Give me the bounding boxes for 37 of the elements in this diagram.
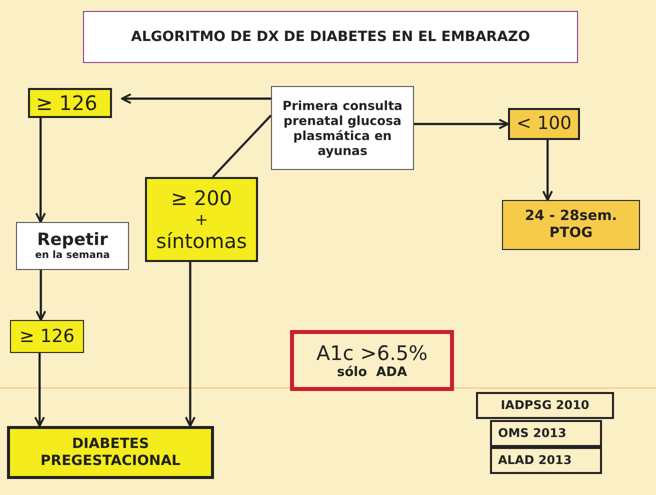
connector-line <box>212 114 272 178</box>
node-text: síntomas <box>156 229 247 254</box>
node-text: DIABETES PREGESTACIONAL <box>40 436 182 470</box>
node-text: OMS 2013 <box>498 426 566 441</box>
source-box <box>490 420 602 447</box>
arrow <box>35 270 46 321</box>
node-text: + <box>194 210 208 230</box>
node-text: en la semana <box>35 250 110 262</box>
arrow <box>35 118 46 223</box>
node-text: 24 - 28sem. PTOG <box>524 208 618 242</box>
node-text: Primera consulta prenatal glucosa plasmática en ayunas <box>282 98 404 158</box>
node-text: ≥ 126 <box>36 91 98 115</box>
source-box <box>476 392 614 419</box>
node-text: ≥ 126 <box>19 326 75 348</box>
note-box <box>290 330 454 391</box>
condition-box <box>508 108 580 140</box>
process-box <box>16 222 129 270</box>
node-text: ≥ 200 <box>170 186 232 210</box>
source-box <box>490 447 602 474</box>
condition-box <box>145 177 258 262</box>
node-text: < 100 <box>516 113 572 135</box>
condition-box <box>10 320 84 353</box>
node-text: IADPSG 2010 <box>500 398 590 413</box>
arrow <box>542 140 553 201</box>
node-text: ALAD 2013 <box>498 453 572 468</box>
arrow <box>414 118 509 130</box>
result-box <box>502 200 640 250</box>
arrow <box>184 262 196 427</box>
arrow <box>121 93 271 104</box>
node-text: Repetir <box>37 230 108 250</box>
node-text: sólo ADA <box>336 364 408 380</box>
arrow <box>34 353 45 427</box>
result-box <box>7 426 214 479</box>
process-box <box>271 86 414 170</box>
title-box: ALGORITMO DE DX DE DIABETES EN EL EMBARAZO <box>83 11 578 63</box>
condition-box <box>28 88 112 118</box>
node-text: A1c >6.5% <box>316 340 428 365</box>
